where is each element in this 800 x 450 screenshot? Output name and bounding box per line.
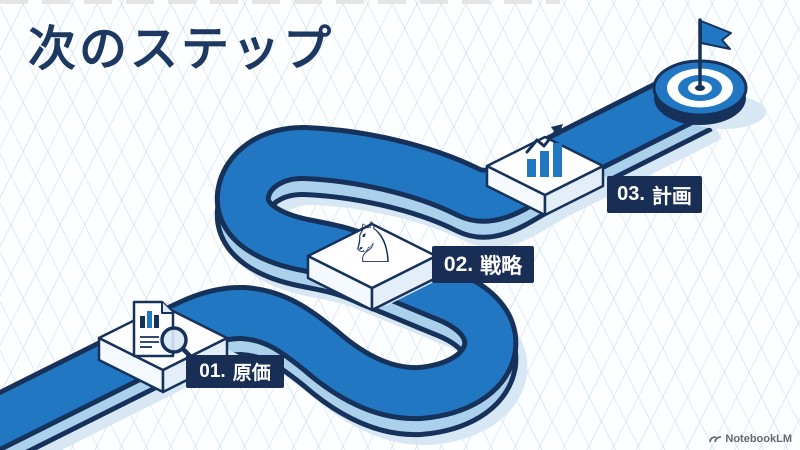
flag-icon: [700, 20, 732, 50]
step-1-number: 01.: [199, 360, 226, 382]
step-3-badge: 03. 計画: [607, 176, 702, 213]
step-1-label: 原価: [232, 363, 271, 384]
step-2-badge: 02.戦略: [432, 246, 534, 283]
growth-chart-icon: [525, 124, 563, 177]
step-1-badge: 01. 原価: [186, 355, 284, 388]
chess-knight-icon: ♘: [348, 211, 398, 276]
magnifier-icon: [160, 326, 188, 354]
top-edge-artifact: [0, 0, 560, 4]
step-2-number: 02.: [443, 252, 474, 276]
watermark-label: NotebookLM: [725, 433, 792, 445]
milestone-platform-3: [485, 124, 616, 217]
milestone-platform-2: ♘: [306, 211, 450, 312]
milestone-platform-1: [97, 300, 241, 394]
page-title: 次のステップ: [28, 23, 335, 76]
watermark: NotebookLM: [709, 433, 792, 445]
target-flag-icon: [652, 18, 766, 129]
document-analysis-icon: [132, 300, 196, 362]
notebooklm-icon: [709, 436, 722, 443]
step-3-number: 03.: [617, 183, 645, 205]
step-3-label: 計画: [651, 186, 692, 208]
step-2-label: 戦略: [480, 254, 523, 278]
